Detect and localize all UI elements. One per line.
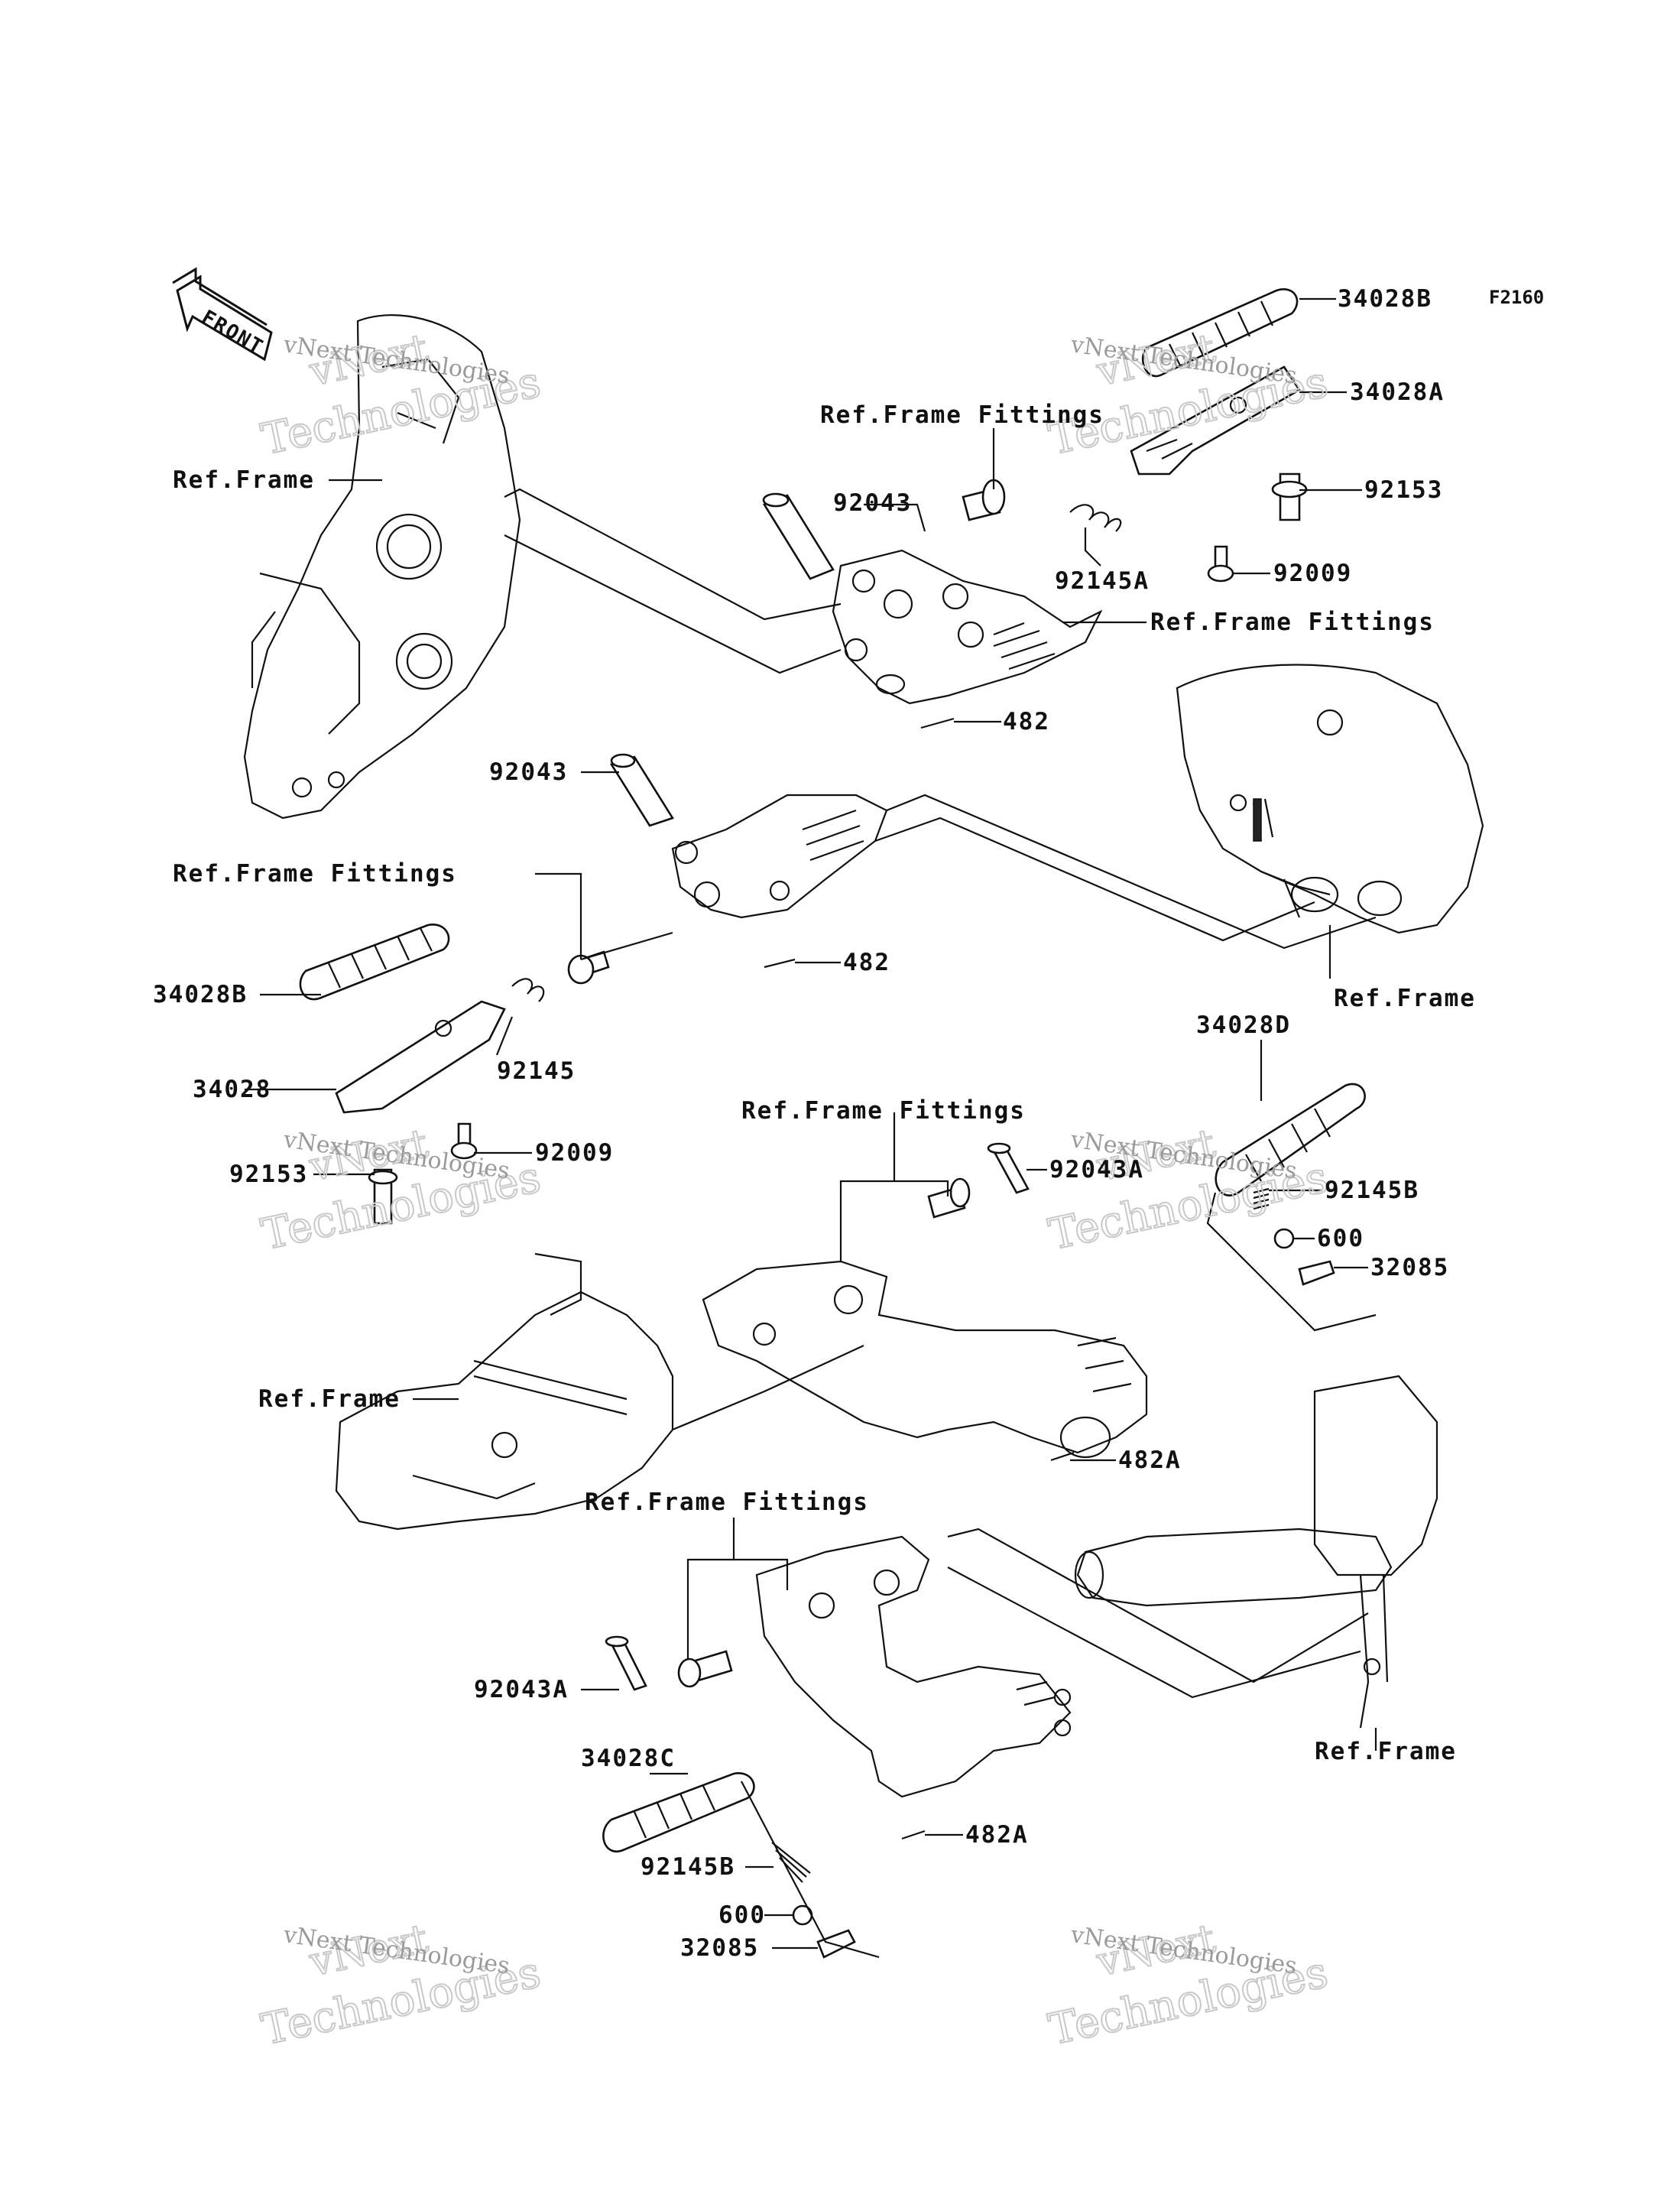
label-482-middle: 482	[843, 949, 890, 976]
bracket-lower	[755, 1535, 1072, 1798]
label-34028A: 34028A	[1350, 378, 1445, 406]
footpeg-rubber-34028B-upper	[1142, 288, 1299, 378]
screw-92009-lower	[450, 1122, 478, 1160]
label-ref-frame-lower-left: Ref.Frame	[258, 1385, 401, 1413]
diagram-code: F2160	[1489, 287, 1544, 308]
footpeg-34028D	[1215, 1083, 1366, 1196]
pin-92043A-upper	[987, 1142, 1030, 1194]
bolt-lower	[677, 1650, 733, 1688]
leader-lines	[245, 297, 1377, 1950]
footpeg-34028A-upper	[1130, 365, 1301, 476]
label-92043-middle: 92043	[489, 758, 568, 786]
label-34028B-lower: 34028B	[153, 981, 248, 1008]
label-ref-frame-upper-left: Ref.Frame	[173, 466, 315, 494]
footpeg-34028-lower	[335, 1000, 506, 1114]
label-92145B-lower: 92145B	[641, 1853, 735, 1881]
screw-92009-upper	[1207, 545, 1234, 583]
pin-92043A-lower	[605, 1635, 647, 1691]
label-34028: 34028	[193, 1076, 271, 1103]
cotter-482A-lower	[901, 1830, 926, 1840]
bolt-92153-lower	[368, 1168, 398, 1225]
label-92043-upper: 92043	[833, 489, 912, 517]
frame-lower-right	[1074, 1375, 1438, 1729]
pin-92043-middle	[610, 753, 674, 827]
callout-labels: Ref.Frame Ref.Frame Fittings 34028B 3402…	[153, 285, 1476, 1962]
label-ref-frame-fittings-lower: Ref.Frame Fittings	[585, 1489, 869, 1516]
label-92145: 92145	[497, 1057, 576, 1085]
label-482A-upper: 482A	[1118, 1446, 1182, 1474]
cotter-482-middle	[764, 958, 796, 969]
spring-92145	[511, 978, 545, 1002]
label-ref-frame-fittings-middle: Ref.Frame Fittings	[173, 860, 457, 888]
label-92145B-upper: 92145B	[1325, 1177, 1419, 1204]
detent-32085-upper	[1298, 1260, 1335, 1286]
relation-lines	[504, 488, 1377, 1959]
cotter-482-upper	[920, 717, 955, 729]
label-92043A-lower: 92043A	[474, 1676, 569, 1703]
cotter-482A-upper	[1050, 1451, 1075, 1462]
pin-92043-upper	[762, 492, 835, 580]
footpeg-34028C	[602, 1772, 755, 1853]
label-ref-frame-fittings-upper: Ref.Frame Fittings	[820, 401, 1104, 429]
label-600-lower: 600	[718, 1901, 766, 1929]
bolt-upper	[962, 479, 1006, 521]
label-ref-frame-upper-right: Ref.Frame	[1334, 985, 1476, 1012]
front-arrow-icon: FRONT	[172, 267, 273, 362]
label-92009-upper: 92009	[1273, 560, 1352, 587]
bolt-rear-middle	[927, 1177, 971, 1219]
label-600-upper: 600	[1317, 1225, 1364, 1252]
label-92009-lower: 92009	[535, 1139, 614, 1167]
label-ref-frame-lower-right: Ref.Frame	[1315, 1738, 1457, 1765]
bolt-92153-upper	[1271, 472, 1308, 521]
label-34028B-upper: 34028B	[1338, 285, 1432, 313]
bracket-upper	[832, 549, 1103, 705]
label-482A-lower: 482A	[965, 1821, 1029, 1849]
label-92153-upper: 92153	[1364, 476, 1443, 504]
bracket-middle-left	[671, 794, 888, 919]
label-ref-frame-fittings-upper-right: Ref.Frame Fittings	[1150, 609, 1435, 636]
spring-92145B-upper	[1253, 1187, 1270, 1210]
detent-32085-lower	[816, 1929, 856, 1959]
label-482-upper: 482	[1003, 708, 1050, 735]
label-34028C: 34028C	[581, 1745, 676, 1772]
label-92153-lower: 92153	[229, 1161, 308, 1188]
frame-upper-left	[243, 314, 521, 820]
bracket-rear-middle	[702, 1260, 1148, 1459]
label-92043A-upper: 92043A	[1049, 1156, 1144, 1183]
label-92145A: 92145A	[1055, 567, 1150, 595]
label-34028D: 34028D	[1196, 1011, 1291, 1039]
label-32085-upper: 32085	[1370, 1254, 1449, 1281]
ball-600-upper	[1273, 1228, 1295, 1249]
label-32085-lower: 32085	[680, 1934, 759, 1962]
frame-upper-right	[1176, 664, 1484, 934]
spring-92145A	[1069, 504, 1122, 532]
label-ref-frame-fittings-center: Ref.Frame Fittings	[741, 1097, 1026, 1125]
footpeg-rubber-34028B-lower	[299, 924, 450, 1001]
